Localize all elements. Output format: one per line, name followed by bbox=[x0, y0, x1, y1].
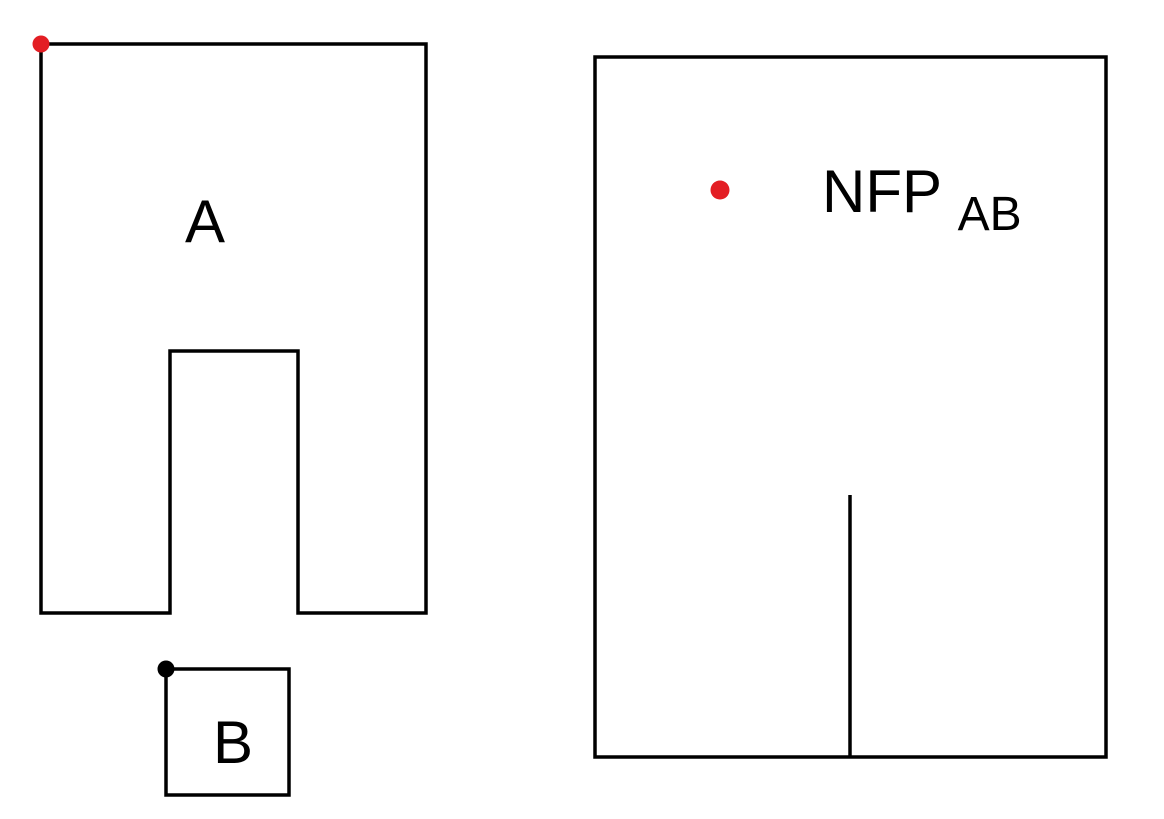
polygon-a-label: A bbox=[185, 188, 225, 255]
polygon-a bbox=[39, 42, 428, 615]
nfp-label-main: NFP bbox=[822, 158, 941, 225]
polygon-b-reference-point bbox=[157, 660, 175, 678]
polygon-b bbox=[164, 667, 291, 797]
polygon-a-reference-point bbox=[32, 35, 50, 53]
nfp-label-subscript: AB bbox=[958, 188, 1022, 241]
nfp-point bbox=[710, 180, 730, 200]
nfp-label: NFP AB bbox=[822, 158, 1022, 241]
polygon-b-label: B bbox=[213, 709, 253, 776]
